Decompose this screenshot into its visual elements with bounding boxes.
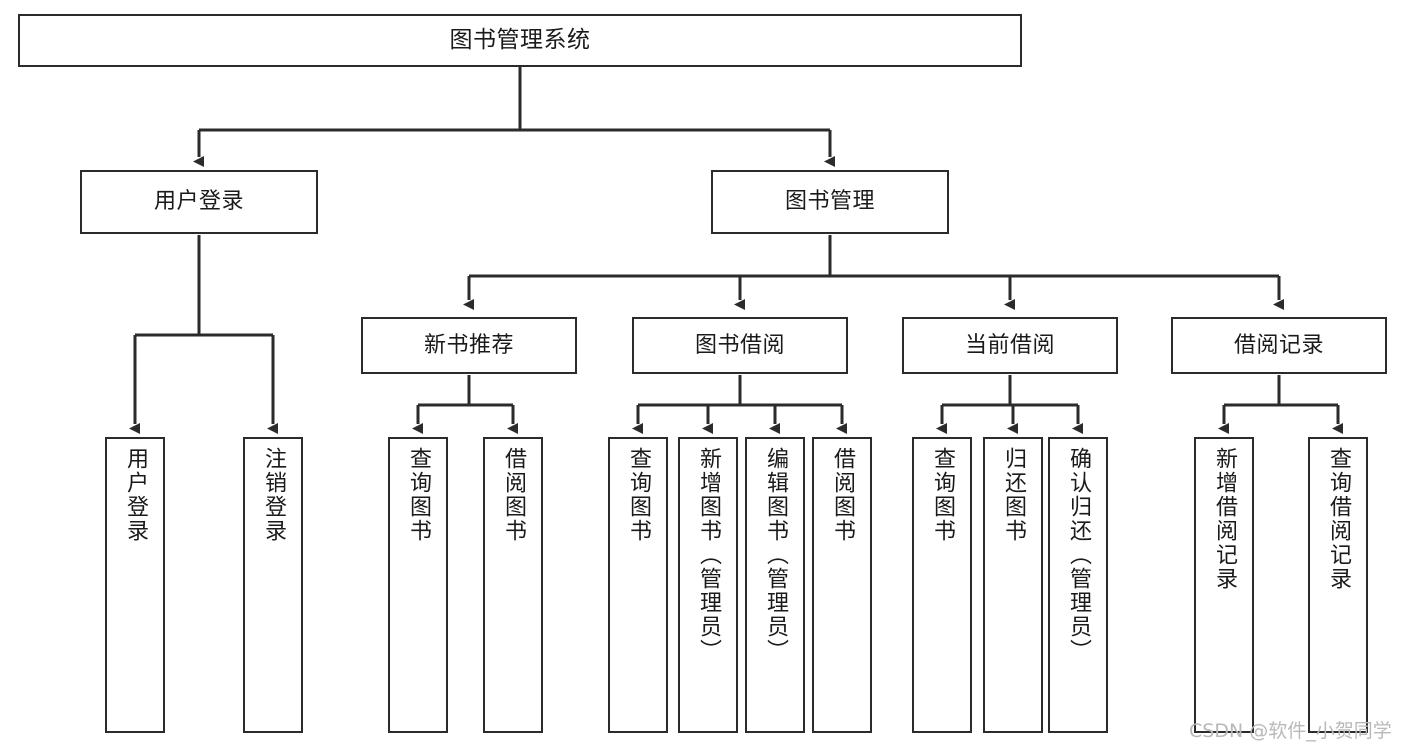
node-current-borrow-label: 当前借阅 [964,332,1055,358]
node-root[interactable]: 图书管理系统 [18,14,1022,67]
leaf-edit-book-admin-label: 编辑图书（管理员） [763,447,788,663]
leaf-return-book-label: 归还图书 [1001,447,1026,543]
leaf-edit-book-admin[interactable]: 编辑图书（管理员） [745,437,805,733]
leaf-borrow-book-label: 借阅图书 [830,447,855,543]
leaf-borrow-book-recommend-label: 借阅图书 [501,447,526,543]
leaf-borrow-book-recommend[interactable]: 借阅图书 [483,437,543,733]
watermark: CSDN @软件_小贺同学 [1189,720,1392,742]
leaf-add-borrow-record[interactable]: 新增借阅记录 [1194,437,1254,733]
leaf-confirm-return-admin[interactable]: 确认归还（管理员） [1048,437,1108,733]
node-book-management[interactable]: 图书管理 [711,170,949,234]
leaf-add-book-admin[interactable]: 新增图书（管理员） [678,437,738,733]
node-user-login-label: 用户登录 [153,189,244,215]
leaf-query-book-current[interactable]: 查询图书 [912,437,972,733]
leaf-add-borrow-record-label: 新增借阅记录 [1212,447,1237,591]
leaf-query-book-current-label: 查询图书 [930,447,955,543]
leaf-query-borrow-record-label: 查询借阅记录 [1326,447,1351,591]
leaf-confirm-return-admin-label: 确认归还（管理员） [1066,447,1091,663]
leaf-query-book-recommend[interactable]: 查询图书 [388,437,448,733]
leaf-borrow-book[interactable]: 借阅图书 [812,437,872,733]
leaf-user-login-label: 用户登录 [123,447,148,543]
node-book-borrow[interactable]: 图书借阅 [632,317,848,374]
leaf-query-borrow-record[interactable]: 查询借阅记录 [1308,437,1368,733]
leaf-add-book-admin-label: 新增图书（管理员） [696,447,721,663]
node-book-management-label: 图书管理 [784,189,875,215]
leaf-query-book-recommend-label: 查询图书 [406,447,431,543]
leaf-logout[interactable]: 注销登录 [243,437,303,733]
leaf-user-login[interactable]: 用户登录 [105,437,165,733]
leaf-return-book[interactable]: 归还图书 [983,437,1043,733]
node-borrow-record[interactable]: 借阅记录 [1171,317,1387,374]
node-borrow-record-label: 借阅记录 [1233,332,1324,358]
node-user-login[interactable]: 用户登录 [80,170,318,234]
leaf-query-book-borrow[interactable]: 查询图书 [608,437,668,733]
node-root-label: 图书管理系统 [449,27,591,54]
leaf-query-book-borrow-label: 查询图书 [626,447,651,543]
node-new-book-recommend-label: 新书推荐 [423,332,514,358]
node-book-borrow-label: 图书借阅 [694,332,785,358]
node-new-book-recommend[interactable]: 新书推荐 [361,317,577,374]
leaf-logout-label: 注销登录 [261,447,286,543]
node-current-borrow[interactable]: 当前借阅 [902,317,1118,374]
